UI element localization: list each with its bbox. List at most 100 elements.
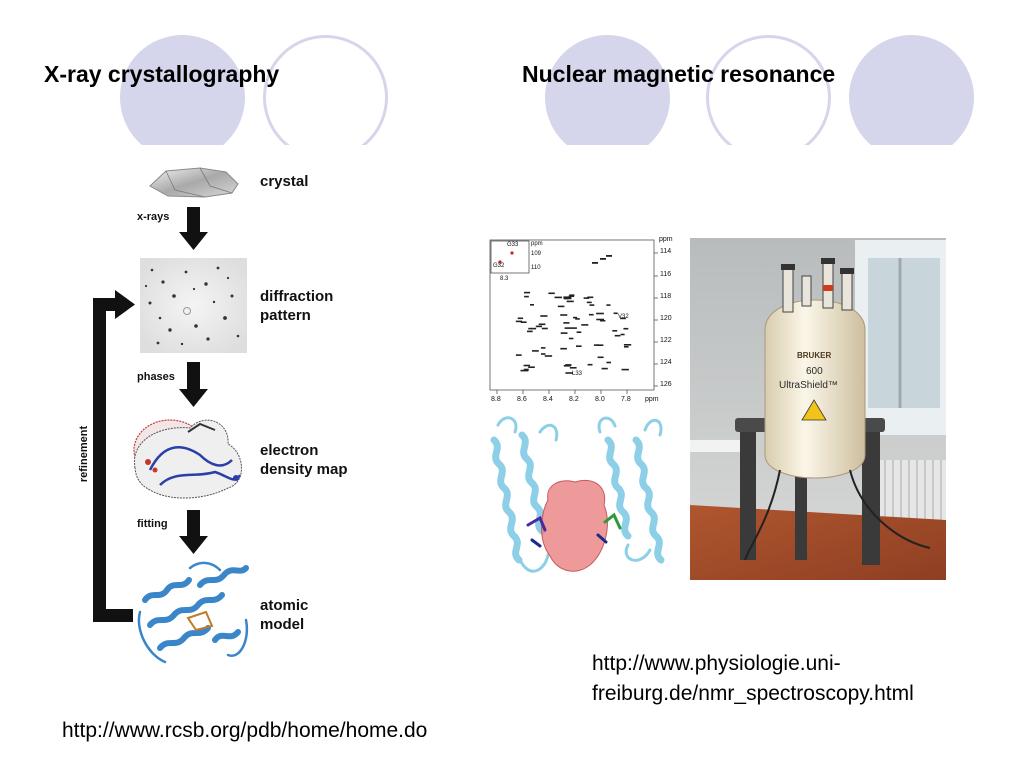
spectrum-peak bbox=[517, 317, 524, 320]
spectrum-peak bbox=[581, 324, 589, 326]
inset-y-tick: 110 bbox=[531, 265, 541, 271]
magnet-model-name: UltraShield™ bbox=[779, 380, 838, 391]
decor-circle bbox=[849, 35, 974, 160]
spectrum-peak bbox=[623, 327, 629, 330]
spectrum-peak bbox=[538, 323, 546, 326]
spectrum-peak bbox=[523, 368, 529, 371]
spectrum-peak bbox=[583, 297, 590, 299]
spectrum-y-tick: 114 bbox=[660, 248, 672, 255]
right-title: Nuclear magnetic resonance bbox=[522, 61, 836, 87]
spectrum-peak bbox=[563, 322, 570, 324]
spectrum-peak bbox=[624, 346, 629, 348]
atomic-model-image bbox=[137, 561, 249, 664]
magnet-brand-label: BRUKER bbox=[797, 351, 832, 360]
spectrum-x-tick: 8.4 bbox=[543, 396, 553, 403]
step-label-phases: phases bbox=[137, 371, 175, 383]
spectrum-x-tick: 8.0 bbox=[595, 396, 605, 403]
spectrum-peak bbox=[606, 361, 611, 364]
spectrum-peak bbox=[575, 318, 580, 320]
spectrum-y-tick: 122 bbox=[660, 337, 672, 344]
spectrum-peak bbox=[530, 304, 534, 306]
spectrum-peak bbox=[573, 316, 578, 319]
spectrum-peak bbox=[515, 320, 523, 323]
right-source-url-line: http://www.physiologie.uni- bbox=[592, 652, 841, 675]
spectrum-peak bbox=[623, 344, 632, 346]
right-source-url: http://www.physiologie.uni- freiburg.de/… bbox=[592, 649, 914, 709]
stage-label-crystal: crystal bbox=[260, 173, 309, 190]
spectrum-peak bbox=[566, 300, 574, 303]
spectrum-y-tick: 120 bbox=[660, 315, 672, 322]
spectrum-peak bbox=[601, 367, 608, 370]
spectrum-peak bbox=[560, 314, 568, 316]
spectrum-peak bbox=[515, 354, 522, 356]
left-title: X-ray crystallography bbox=[44, 61, 280, 87]
spectrum-peak bbox=[568, 295, 575, 297]
spectrum-peak bbox=[597, 356, 604, 359]
spectrum-x-unit: ppm bbox=[645, 396, 659, 403]
stage-label-line: model bbox=[260, 616, 305, 633]
spectrum-peak bbox=[596, 318, 604, 321]
spectrum-peak bbox=[606, 255, 612, 257]
step-label-fitting: fitting bbox=[137, 518, 168, 530]
spectrum-peak bbox=[544, 355, 553, 357]
stage-label-density: electron density map bbox=[260, 441, 348, 479]
spectrum-peak bbox=[564, 327, 570, 329]
spectrum-peak bbox=[589, 304, 595, 306]
left-source-url: http://www.rcsb.org/pdb/home/home.do bbox=[62, 719, 428, 742]
spectrum-y-tick: 116 bbox=[660, 271, 672, 278]
spectrum-peak bbox=[557, 305, 565, 308]
spectrum-peak bbox=[520, 321, 527, 323]
spectrum-peak bbox=[520, 369, 529, 372]
step-label-x-rays: x-rays bbox=[137, 211, 170, 223]
spectrum-peak bbox=[588, 313, 594, 316]
spectrum-peak bbox=[569, 367, 577, 369]
spectrum-peak bbox=[586, 301, 592, 304]
decor-circle bbox=[545, 35, 670, 160]
spectrum-peak bbox=[540, 347, 546, 349]
decor-circle bbox=[120, 35, 245, 160]
spectrum-peak bbox=[620, 333, 625, 336]
spectrum-peak bbox=[524, 295, 529, 298]
spectrum-peak bbox=[563, 296, 572, 298]
peak-label: L33 bbox=[572, 371, 583, 377]
spectrum-inset-frame bbox=[490, 240, 530, 274]
spectrum-peak bbox=[532, 350, 539, 352]
inset-x-tick: 8.3 bbox=[500, 276, 509, 282]
spectrum-peak bbox=[560, 332, 568, 334]
spectrum-peak bbox=[621, 368, 629, 371]
stage-label-line: density map bbox=[260, 461, 348, 478]
spectrum-peak bbox=[614, 334, 621, 337]
spectrum-y-tick: 118 bbox=[660, 293, 672, 300]
down-arrow-icon bbox=[179, 362, 208, 407]
magnet-model-number: 600 bbox=[806, 366, 823, 377]
inset-y-unit: ppm bbox=[531, 241, 543, 247]
spectrum-peak bbox=[524, 291, 531, 294]
spectrum-peak bbox=[535, 325, 542, 328]
spectrum-peak bbox=[548, 292, 555, 295]
inset-label: G33 bbox=[507, 242, 519, 248]
spectrum-peak bbox=[576, 345, 582, 347]
spectrum-peak bbox=[563, 365, 571, 367]
spectrum-peak bbox=[527, 330, 533, 333]
spectrum-peak bbox=[613, 312, 618, 315]
spectrum-x-tick: 7.8 bbox=[621, 396, 631, 403]
spectrum-peak bbox=[540, 315, 548, 317]
spectrum-peak bbox=[593, 344, 599, 346]
stage-label-line: electron bbox=[260, 442, 319, 459]
stage-label-line: pattern bbox=[260, 307, 311, 324]
spectrum-peak bbox=[565, 372, 573, 374]
spectrum-peak bbox=[528, 327, 537, 330]
spectrum-peak bbox=[541, 327, 548, 330]
spectrum-peak bbox=[560, 347, 567, 350]
spectrum-peak bbox=[565, 364, 572, 366]
spectrum-peak bbox=[587, 363, 593, 366]
inset-label: G32 bbox=[493, 263, 505, 269]
spectrum-peak bbox=[576, 331, 582, 333]
spectrum-peak bbox=[568, 337, 574, 340]
spectrum-plot-frame bbox=[489, 239, 655, 391]
spectrum-y-unit: ppm bbox=[659, 236, 673, 243]
spectrum-peak bbox=[523, 364, 530, 367]
